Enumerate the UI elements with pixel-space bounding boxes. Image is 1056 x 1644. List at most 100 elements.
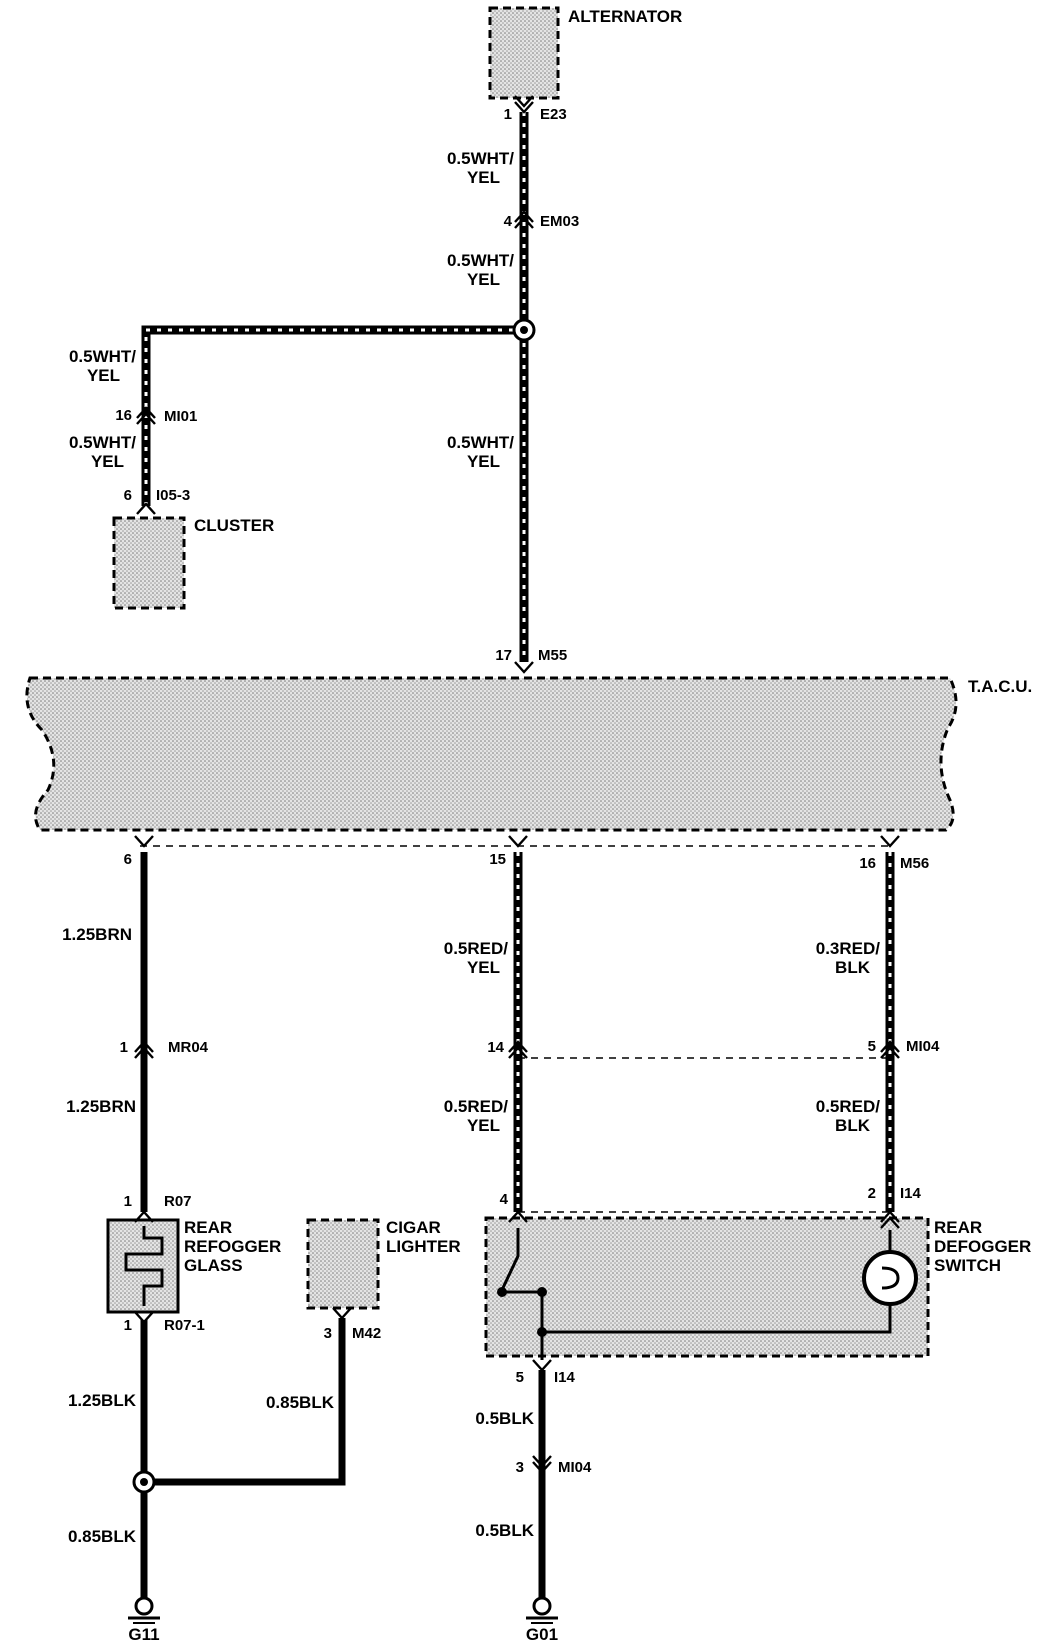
wire-label-w1-line2: YEL <box>467 168 500 187</box>
e23-name: E23 <box>540 106 567 123</box>
connector-em03-icon <box>514 210 534 229</box>
cluster-box <box>112 516 186 610</box>
connector-mr04-icon <box>134 1040 154 1059</box>
wire-label-w1-line1: 0.5WHT/ <box>447 149 514 168</box>
mi01-name: MI01 <box>164 408 197 425</box>
rear-refogger-glass-label-2: REFOGGER <box>184 1237 281 1256</box>
wire-label-redyel1-line1: 0.5RED/ <box>444 939 509 958</box>
connector-e23-icon <box>514 95 534 114</box>
alternator-label: ALTERNATOR <box>568 7 682 26</box>
tacu-label: T.A.C.U. <box>968 677 1032 696</box>
em03-pin: 4 <box>504 213 513 230</box>
cigar-lighter-box <box>306 1218 380 1310</box>
ground-g11-label: G11 <box>128 1625 159 1644</box>
ground-g11-icon <box>128 1596 160 1624</box>
wire-label-redblk2-line1: 0.5RED/ <box>816 1097 881 1116</box>
connector-m55-icon <box>514 661 534 674</box>
r07-pin: 1 <box>124 1193 132 1210</box>
wire-label-redblk2-line2: BLK <box>835 1116 871 1135</box>
wire-label-blk085b: 0.85BLK <box>68 1527 137 1546</box>
wire-label-w2-line2: YEL <box>467 270 500 289</box>
wire-label-brn1: 1.25BRN <box>62 925 132 944</box>
connector-mi04-3-icon <box>532 1455 552 1474</box>
wire-label-w5-line1: 0.5WHT/ <box>447 433 514 452</box>
wire-label-brn2: 1.25BRN <box>66 1097 136 1116</box>
wire-label-redyel1-line2: YEL <box>467 958 500 977</box>
m56-6-pin: 6 <box>124 851 132 868</box>
wire-label-redblk1-line2: BLK <box>835 958 871 977</box>
switch-contact-1 <box>497 1287 507 1297</box>
i14-5-pin: 5 <box>516 1369 524 1386</box>
rear-refogger-glass-element <box>124 1226 164 1306</box>
mi04-3-name: MI04 <box>558 1459 592 1476</box>
m42-pin: 3 <box>324 1325 332 1342</box>
ground-g01-label: G01 <box>526 1625 558 1644</box>
wire-label-blk085a: 0.85BLK <box>266 1393 335 1412</box>
wire-label-redyel2-line2: YEL <box>467 1116 500 1135</box>
mi04-5-pin: 5 <box>868 1038 876 1055</box>
tacu-box <box>25 676 958 832</box>
rear-defogger-switch-label-3: SWITCH <box>934 1256 1001 1275</box>
wire-label-w3-line2: YEL <box>87 366 120 385</box>
switch-contact-3 <box>537 1327 547 1337</box>
r07-name: R07 <box>164 1193 192 1210</box>
connector-mi04-5-icon <box>880 1040 900 1059</box>
wire-label-redyel2-line1: 0.5RED/ <box>444 1097 509 1116</box>
wire-label-blk05a: 0.5BLK <box>475 1409 534 1428</box>
connector-i14-5-icon <box>532 1359 552 1372</box>
wire-label-w4-line2: YEL <box>91 452 124 471</box>
wire-label-w5-line2: YEL <box>467 452 500 471</box>
r07-1-name: R07-1 <box>164 1317 205 1334</box>
mr04-name: MR04 <box>168 1039 209 1056</box>
m42-name: M42 <box>352 1325 381 1342</box>
wire-cluster-branch <box>141 325 524 506</box>
wire-label-w3-line1: 0.5WHT/ <box>69 347 136 366</box>
cigar-lighter-label-1: CIGAR <box>386 1218 441 1237</box>
rear-defogger-switch-box <box>484 1216 930 1358</box>
wire-label-redblk1-line1: 0.3RED/ <box>816 939 881 958</box>
rear-defogger-switch-label-1: REAR <box>934 1218 982 1237</box>
wire-cluster-branch-stripe <box>144 328 524 506</box>
m55-pin: 17 <box>495 647 512 664</box>
connector-m56-16-icon <box>880 835 900 848</box>
rear-refogger-glass-label-3: GLASS <box>184 1256 243 1275</box>
connector-mi01-icon <box>136 406 156 425</box>
connector-m56-15-icon <box>508 835 528 848</box>
splice-alternator-dot <box>520 326 528 334</box>
switch-contact-2 <box>537 1287 547 1297</box>
e23-pin: 1 <box>504 106 512 123</box>
connector-r07-1-icon <box>134 1311 154 1324</box>
em03-name: EM03 <box>540 213 579 230</box>
alternator-box <box>488 6 560 100</box>
cigar-lighter-label-2: LIGHTER <box>386 1237 461 1256</box>
m55-name: M55 <box>538 647 567 664</box>
connector-r07-icon <box>134 1210 154 1223</box>
cluster-label: CLUSTER <box>194 516 274 535</box>
mi01-pin: 16 <box>115 407 132 424</box>
m56-16-pin: 16 <box>859 855 876 872</box>
connector-i05-3-icon <box>136 502 156 515</box>
mi04-5-name: MI04 <box>906 1038 940 1055</box>
r07-1-pin: 1 <box>124 1317 132 1334</box>
mi04-3-pin: 3 <box>516 1459 524 1476</box>
wire-label-blk125: 1.25BLK <box>68 1391 137 1410</box>
m56-16-name: M56 <box>900 855 929 872</box>
rear-defogger-switch-label-2: DEFOGGER <box>934 1237 1031 1256</box>
mi04-14-pin: 14 <box>487 1039 504 1056</box>
rear-refogger-glass-label-1: REAR <box>184 1218 232 1237</box>
m56-15-pin: 15 <box>489 851 506 868</box>
connector-i14-2-icon <box>880 1210 900 1229</box>
wire-label-w2-line1: 0.5WHT/ <box>447 251 514 270</box>
indicator-lamp-filament <box>881 1266 900 1290</box>
i14-2-name: I14 <box>900 1185 922 1202</box>
i05-3-name: I05-3 <box>156 487 190 504</box>
i14-4-pin: 4 <box>500 1191 509 1208</box>
connector-m42-icon <box>332 1307 352 1320</box>
i14-5-name: I14 <box>554 1369 576 1386</box>
connector-mi04-14-icon <box>508 1040 528 1059</box>
i14-2-pin: 2 <box>868 1185 876 1202</box>
connector-m56-6-icon <box>134 835 154 848</box>
wire-label-blk05b: 0.5BLK <box>475 1521 534 1540</box>
mr04-pin: 1 <box>120 1039 128 1056</box>
